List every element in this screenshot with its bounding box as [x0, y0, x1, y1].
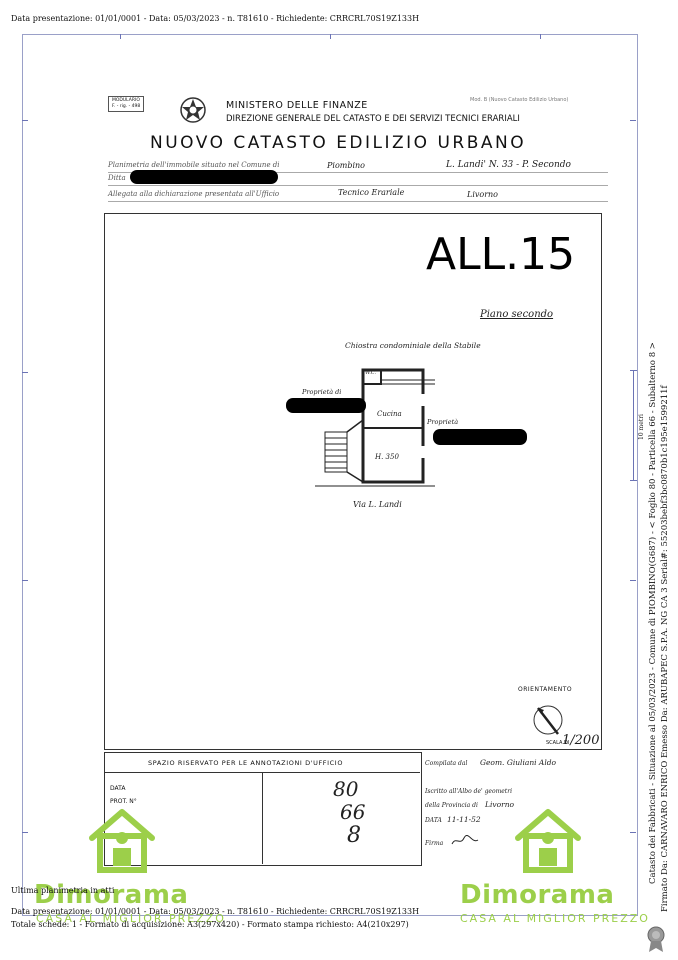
office-reserved-label: SPAZIO RISERVATO PER LE ANNOTAZIONI D'UF…	[148, 759, 344, 767]
owner-label: Ditta	[108, 174, 126, 182]
header-line: Data presentazione: 01/01/0001 - Data: 0…	[11, 14, 420, 23]
compiled-date-value: 11-11-52	[447, 815, 481, 824]
frame-tick	[22, 580, 28, 581]
location-label: Planimetria dell'immobile situato nel Co…	[108, 161, 280, 169]
street-label: Via L. Landi	[353, 500, 402, 509]
scale-bar-cap	[630, 370, 637, 371]
signature-info: Firmato Da: CARNAVARO ENRICO Emesso Da: …	[660, 385, 670, 912]
footer-line-2: Totale schede: 1 - Formato di acquisizio…	[11, 920, 409, 929]
form-line	[108, 201, 608, 202]
province-value: Livorno	[485, 800, 515, 809]
brand-name-left: Dimorama	[34, 880, 189, 910]
office-date-label: DATA	[110, 785, 126, 792]
scale-note: 10 metri	[638, 414, 645, 440]
floor-label: Piano secondo	[480, 309, 554, 320]
redaction-bar	[433, 429, 527, 445]
attached-label: Allegata alla dichiarazione presentata a…	[108, 190, 280, 198]
brand-name-right: Dimorama	[460, 880, 615, 910]
north-arrow-icon	[533, 705, 563, 735]
frame-tick	[22, 832, 28, 833]
address-value: L. Landi' N. 33 - P. Secondo	[446, 160, 571, 170]
frame-tick	[630, 580, 636, 581]
owner-left-label: Proprietà di	[302, 388, 342, 396]
frame-tick	[630, 120, 636, 121]
floor-plan	[315, 368, 435, 487]
registered-label: Iscritto all'Albo de' geometri	[425, 788, 513, 795]
office-box-divider	[262, 772, 263, 864]
form-line	[108, 185, 608, 186]
courtyard-label: Chiostra condominiale della Stabile	[345, 341, 481, 350]
room-label: Cucina	[377, 410, 402, 418]
brand-tagline-right: CASA AL MIGLIOR PREZZO	[460, 912, 650, 925]
owner-right-label: Proprietà	[427, 418, 459, 426]
parcel-number: 66	[340, 800, 366, 824]
model-box: MODULARIO F. - rig. - 498	[108, 96, 145, 112]
frame-tick	[330, 34, 331, 39]
attachment-label: ALL.15	[426, 229, 576, 280]
office-value: Tecnico Erariale	[338, 188, 405, 197]
compiled-value: Geom. Giuliani Aldo	[480, 758, 557, 767]
seal-icon	[647, 926, 665, 952]
location-value: Piombino	[327, 161, 365, 170]
frame-tick	[630, 832, 636, 833]
signature-label: Firma	[425, 840, 444, 847]
house-logo-icon	[89, 809, 155, 873]
office-prot-label: PROT. N°	[110, 798, 137, 805]
redaction-bar	[286, 398, 366, 413]
house-logo-icon	[515, 809, 581, 873]
scale-label: SCALA DI	[546, 740, 570, 746]
sub-number: 8	[347, 823, 361, 848]
cadastral-situation: Catasto dei Fabbricati - Situazione al 0…	[648, 342, 658, 884]
frame-tick	[22, 372, 28, 373]
scale-bar-cap	[630, 480, 637, 481]
frame-tick	[22, 120, 28, 121]
wc-label: W.C.	[365, 370, 377, 376]
redaction-bar	[130, 170, 278, 184]
office-box	[104, 752, 422, 866]
footer-last-plan: Ultima planimetria in atti	[11, 886, 115, 895]
frame-tick	[120, 34, 121, 39]
scale-value: 1/200	[562, 733, 600, 748]
form-line	[108, 172, 608, 173]
model-note: Mod. B (Nuovo Catasto Edilizio Urbano)	[470, 97, 569, 103]
emblem-icon	[180, 97, 206, 123]
orientation-label: ORIENTAMENTO	[518, 686, 573, 693]
office-city: Livorno	[467, 190, 498, 199]
brand-tagline-left: CASA AL MIGLIOR PREZZO	[36, 912, 226, 925]
sheet-number: 80	[333, 777, 359, 801]
ministry-name: MINISTERO DELLE FINANZE	[226, 100, 368, 111]
frame-tick	[540, 34, 541, 39]
scale-bar	[633, 370, 634, 480]
province-label: della Provincia di	[425, 802, 478, 809]
compiled-label: Compilata dal	[425, 760, 468, 767]
compiled-date-label: DATA	[425, 817, 442, 824]
height-label: H. 350	[375, 453, 399, 461]
signature-mark	[451, 835, 479, 845]
document-title: NUOVO CATASTO EDILIZIO URBANO	[150, 133, 527, 153]
direction-name: DIREZIONE GENERALE DEL CATASTO E DEI SER…	[226, 114, 520, 124]
footer-line-1: Data presentazione: 01/01/0001 - Data: 0…	[11, 907, 420, 916]
drawing-area	[104, 213, 602, 750]
